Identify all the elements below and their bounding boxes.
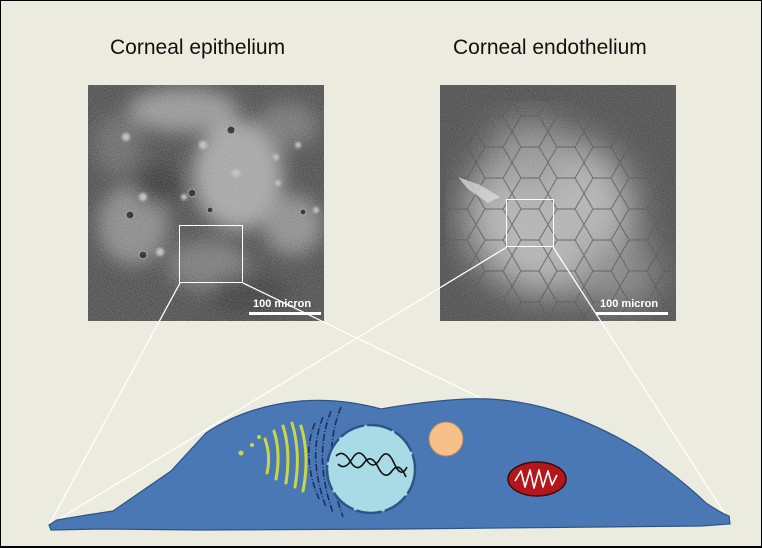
- nucleus: [325, 423, 417, 515]
- epithelium-scale-label: 100 micron: [253, 298, 312, 310]
- endothelium-title: Corneal endothelium: [453, 36, 647, 59]
- epithelium-zoom-box: [179, 225, 243, 283]
- dna-strand: [335, 452, 408, 478]
- endothelium-scale-label: 100 micron: [600, 298, 659, 310]
- endothelium-scale-bar: [596, 312, 668, 315]
- connector-line: [48, 282, 181, 526]
- epithelium-scale-bar: [249, 312, 321, 315]
- endothelium-zoom-box: [506, 199, 554, 247]
- connector-line: [552, 246, 728, 518]
- vesicle: [428, 421, 464, 457]
- golgi-vesicle: [238, 435, 261, 456]
- mitochondrion: [507, 461, 567, 497]
- golgi-apparatus: [263, 421, 308, 493]
- connector-line: [48, 246, 508, 526]
- epithelium-title: Corneal epithelium: [110, 36, 286, 59]
- epithelium-micrograph: 100 micron: [88, 85, 324, 321]
- endothelium-micrograph: 100 micron: [440, 85, 676, 321]
